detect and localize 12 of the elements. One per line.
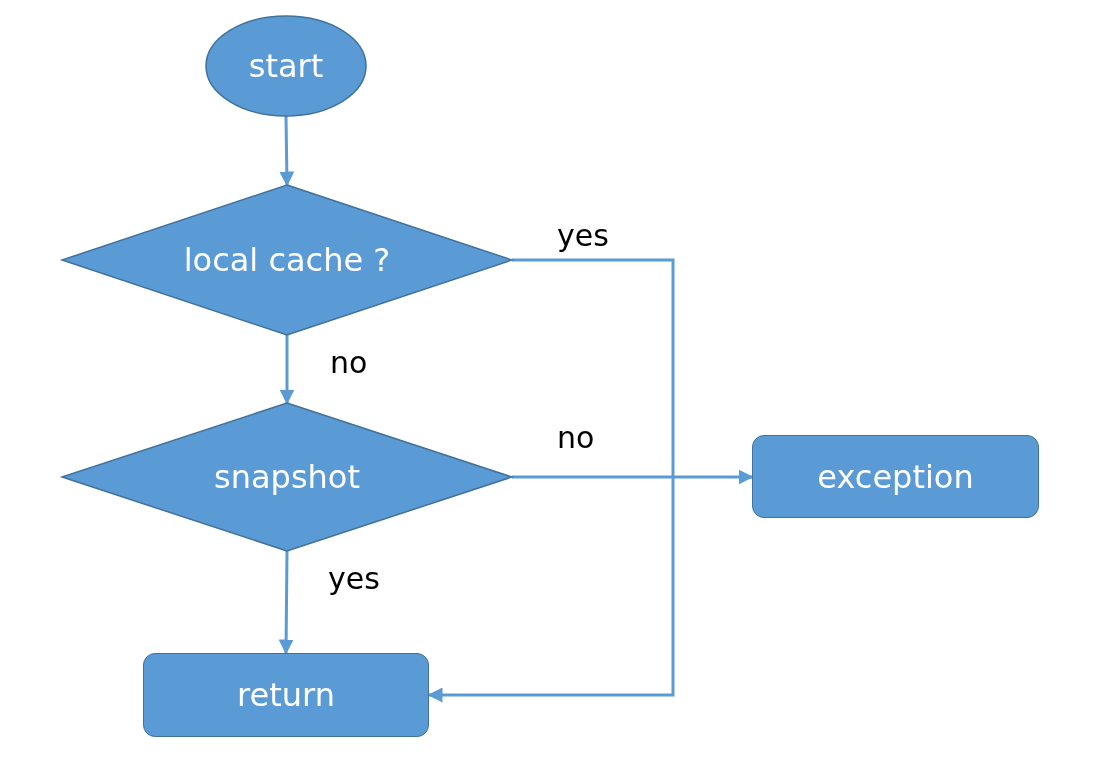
process-box <box>752 435 1039 518</box>
node-label: exception <box>817 457 974 496</box>
arrow <box>427 258 675 703</box>
arrow <box>279 335 295 405</box>
node-label: snapshot <box>214 458 360 496</box>
process-box <box>143 653 429 737</box>
node-label: start <box>248 47 324 85</box>
arrow <box>279 115 295 187</box>
arrow <box>278 551 294 655</box>
node-label: local cache ? <box>183 241 391 279</box>
node-label: return <box>237 676 335 714</box>
arrow <box>512 469 754 485</box>
